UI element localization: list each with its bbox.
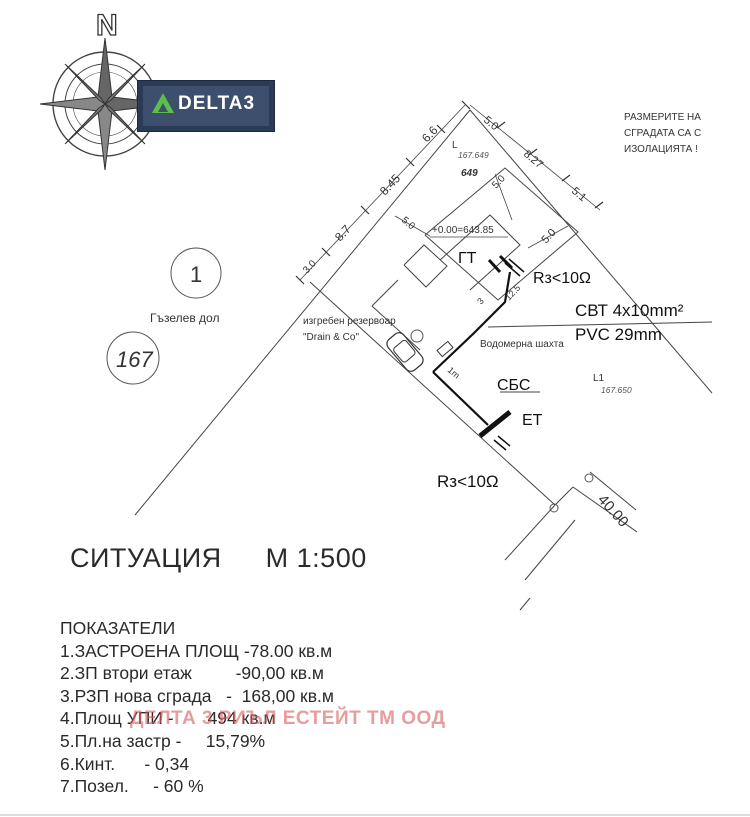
- indicator-item: 6.Кинт. - 0,34: [60, 753, 190, 774]
- dim-1m: 1m: [446, 365, 462, 381]
- indicator-item: 5.Пл.на застр - 15,79%: [60, 730, 266, 751]
- tank-line: [371, 279, 399, 307]
- road-edge: [504, 504, 556, 561]
- road-edge-2: [524, 519, 576, 581]
- parcel-number: 167: [116, 347, 153, 372]
- gt-label: ГТ: [458, 250, 477, 267]
- sbs-label: СБС: [497, 377, 530, 394]
- parcel-number-circle: [106, 331, 160, 385]
- building-outline: [424, 167, 579, 301]
- annex-outline: [403, 244, 448, 288]
- tank-icon: [410, 329, 424, 343]
- et-label: ЕТ: [522, 412, 543, 429]
- dim-line-inner: [394, 215, 431, 237]
- rz-top-label: Rз<10Ω: [533, 270, 591, 287]
- title-name: СИТУАЦИЯ: [70, 543, 222, 573]
- logo-text: DELTA3: [178, 93, 256, 114]
- car-icon: [386, 332, 424, 372]
- point-l1-elevation: 167.650: [601, 385, 632, 395]
- dim-5-1: 5.1: [569, 185, 588, 204]
- title-scale: М 1:500: [265, 543, 367, 573]
- north-label: N: [96, 9, 118, 42]
- dim-chain-west: [299, 104, 466, 281]
- dim-line-vert: [494, 173, 513, 221]
- indicator-item: 4.Площ УПИ - 494 кв.м: [60, 708, 276, 729]
- dim-chain-east: [469, 104, 601, 211]
- dim-5-0-top: 5.0: [481, 114, 500, 133]
- road-line-2: [589, 471, 637, 511]
- water-meter-label: Водомерна шахта: [480, 339, 564, 350]
- dimension-ticks: [295, 100, 604, 285]
- road-corner: [554, 486, 574, 506]
- cable-label-2: PVC 29mm: [575, 325, 662, 344]
- indicators-heading: ПОКАЗАТЕЛИ: [60, 618, 176, 638]
- rz-bottom-label: Rз<10Ω: [437, 472, 499, 491]
- indicator-item: 7.Позел. - 60 %: [60, 776, 204, 797]
- cable-leader: [487, 321, 713, 328]
- indicator-item: 3.РЗП нова сграда - 168,00 кв.м: [60, 685, 334, 706]
- dim-8-27: 8.27: [521, 148, 545, 171]
- tank-label-2: "Drain & Co": [303, 332, 359, 343]
- dim-8-7: 8.7: [332, 222, 354, 244]
- note-line-2: СГРАДАТА СА С: [624, 128, 701, 139]
- cable-label-1: СВТ 4x10mm²: [575, 301, 684, 320]
- zero-level: +0.00=643.85: [432, 225, 494, 236]
- watermark: ДЕЛТА 3 РИЪЛ ЕСТЕЙТ ТМ ООД: [130, 708, 446, 729]
- road-point-b: [549, 503, 559, 513]
- tank-label-1: изгребен резервоар: [303, 315, 396, 327]
- company-logo: DELTA3: [137, 80, 275, 132]
- note-line-1: РАЗМЕРИТЕ НА: [624, 112, 701, 123]
- point-l-label: L: [452, 140, 458, 151]
- dim-5-0-right: 5.0: [539, 227, 558, 246]
- dim-5-0-inner-b: 5.0: [490, 173, 508, 191]
- dim-5-0-inner-a: 5.0: [399, 215, 417, 233]
- point-l-elevation: 167.649: [458, 150, 489, 160]
- road-line: [572, 486, 638, 533]
- drawing-title: СИТУАЦИЯ М 1:500: [70, 543, 367, 574]
- road-stub: [519, 597, 531, 611]
- road-point-a: [584, 473, 594, 483]
- plot-boundary-west: [134, 109, 471, 516]
- compass-rose-icon: [39, 37, 171, 171]
- indicator-item: 1.ЗАСТРОЕНА ПЛОЩ -78.00 кв.м: [60, 640, 333, 661]
- area-name: Гъзелев дол: [150, 311, 219, 325]
- dim-12-5: 12.5: [503, 283, 522, 303]
- dim-3: 3: [475, 296, 486, 306]
- plot-number-circle: [170, 247, 222, 299]
- lot-label: 649: [461, 168, 478, 179]
- note-line-3: ИЗОЛАЦИЯТА !: [624, 144, 698, 155]
- cable-route: [432, 254, 525, 451]
- indicators-block: ПОКАЗАТЕЛИ 1.ЗАСТРОЕНА ПЛОЩ -78.00 кв.м …: [60, 617, 334, 798]
- dim-line-right: [527, 225, 569, 249]
- tank-line-2: [371, 305, 421, 351]
- plot-boundary-south: [309, 281, 556, 506]
- point-l1-label: L1: [593, 373, 605, 384]
- indicator-item: 2.ЗП втори етаж -90,00 кв.м: [60, 663, 324, 684]
- water-meter-icon: [436, 340, 454, 358]
- dim-3-0: 3.0: [301, 258, 319, 276]
- plot-number: 1: [190, 262, 202, 287]
- plot-boundary-east: [469, 109, 713, 394]
